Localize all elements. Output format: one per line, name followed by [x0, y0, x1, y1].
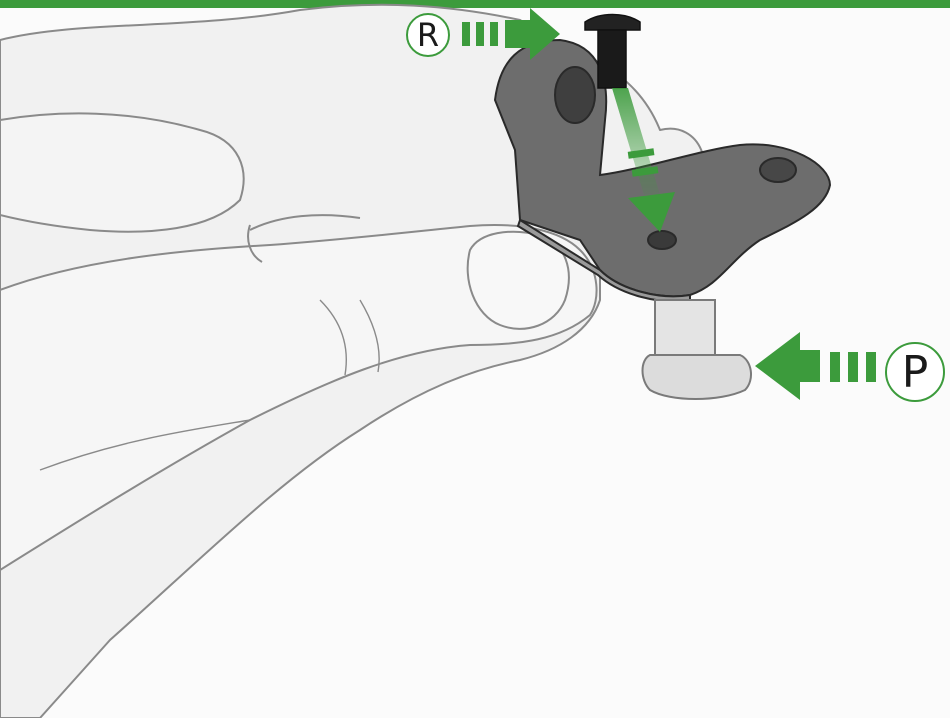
pointer-arrow-p [755, 332, 876, 400]
callout-r: R [406, 13, 450, 57]
post-spacer [643, 300, 752, 399]
callout-p: P [885, 342, 945, 402]
